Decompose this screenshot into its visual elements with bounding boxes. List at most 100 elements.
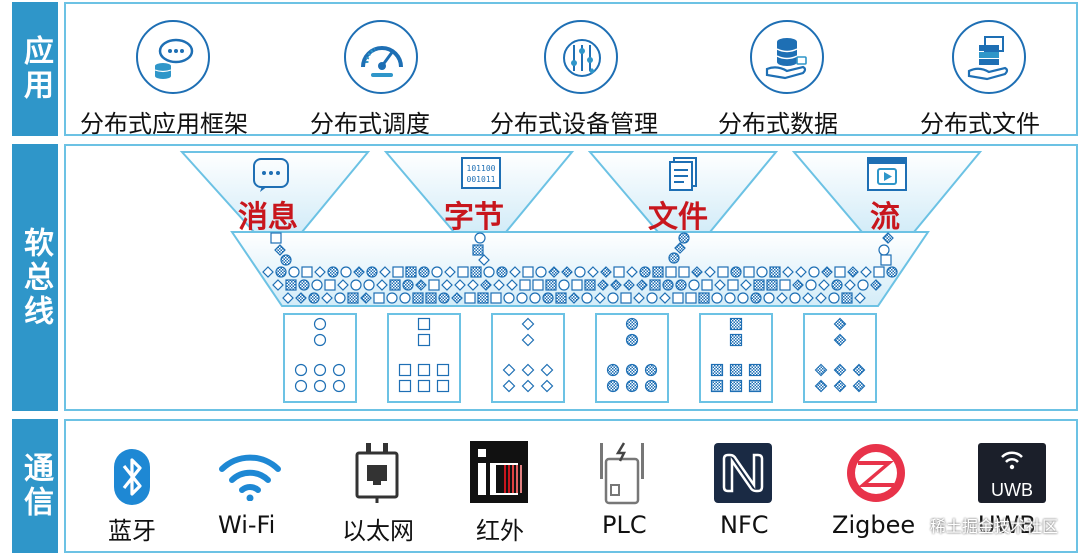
bus-shape <box>727 279 739 291</box>
bus-shape <box>678 232 690 244</box>
bus-shape <box>405 266 417 278</box>
bus-shape <box>833 363 847 377</box>
bus-shape <box>270 232 282 244</box>
uwb-icon: UWB <box>978 443 1046 503</box>
bus-shape <box>347 292 359 304</box>
bus-shape <box>402 279 414 291</box>
bus-shape <box>529 292 541 304</box>
speedometer-icon <box>344 20 418 94</box>
bus-shape <box>379 266 391 278</box>
comm-label: 红外 <box>476 517 524 545</box>
device-sliders-icon <box>544 20 618 94</box>
bus-shape <box>672 292 684 304</box>
bus-shape <box>417 317 431 331</box>
bus-shape <box>675 279 687 291</box>
app-label: 分布式调度 <box>310 110 430 138</box>
bus-shape <box>502 363 516 377</box>
bus-shape <box>571 279 583 291</box>
bus-shape <box>438 292 450 304</box>
bus-shape <box>776 292 788 304</box>
bus-shape <box>852 363 866 377</box>
bus-shape <box>313 317 327 331</box>
bus-shape <box>493 279 505 291</box>
bus-shape <box>668 252 680 264</box>
file-hand-icon <box>952 20 1026 94</box>
bus-shape <box>308 292 320 304</box>
bus-shape <box>275 266 287 278</box>
nfc-icon <box>714 443 772 503</box>
bus-shape <box>503 292 515 304</box>
bus-shape <box>710 379 724 393</box>
bus-shape <box>878 244 890 256</box>
binary-icon: 101100 001011 <box>461 157 501 189</box>
bus-shape <box>652 266 664 278</box>
comm-label: UWB <box>978 511 1036 539</box>
section-label-bus-text: 软总线 <box>18 226 53 329</box>
bus-shape <box>748 363 762 377</box>
bus-shape <box>555 292 567 304</box>
bus-shape <box>496 266 508 278</box>
watermark: 稀土掘金技术社区 <box>929 517 1058 536</box>
bus-shape <box>828 292 840 304</box>
bus-shape <box>506 279 518 291</box>
bus-shape <box>886 266 898 278</box>
bus-shape <box>522 266 534 278</box>
bus-shape <box>519 279 531 291</box>
database-hand-icon <box>750 20 824 94</box>
bus-shape <box>398 379 412 393</box>
bus-shape <box>802 292 814 304</box>
chat-bubble-icon <box>253 158 289 192</box>
bus-shape <box>386 292 398 304</box>
bus-shape <box>294 379 308 393</box>
bus-shape <box>366 266 378 278</box>
bus-shape <box>314 266 326 278</box>
bus-shape <box>584 279 596 291</box>
bus-shape <box>737 292 749 304</box>
bus-shape <box>606 363 620 377</box>
bus-shape <box>474 232 486 244</box>
bus-shape <box>844 279 856 291</box>
bus-shape <box>805 279 817 291</box>
bus-shape <box>373 292 385 304</box>
ethernet-icon <box>355 443 399 503</box>
comm-label: 以太网 <box>342 517 414 545</box>
bus-shape <box>521 333 535 347</box>
comm-layer-panel: 蓝牙 Wi-Fi 以太网 红外 PLC <box>64 419 1078 553</box>
bus-shape <box>674 242 686 254</box>
bus-shape <box>311 279 323 291</box>
bus-shape <box>548 266 560 278</box>
bus-shape <box>340 266 352 278</box>
bus-shape <box>285 279 297 291</box>
bus-shape <box>834 266 846 278</box>
bus-shape <box>841 292 853 304</box>
bus-shape <box>490 292 502 304</box>
bus-shape <box>363 279 375 291</box>
comm-label: Zigbee <box>832 511 916 539</box>
bus-shape <box>607 292 619 304</box>
bus-shape <box>542 292 554 304</box>
bus-shape <box>418 266 430 278</box>
bus-shape <box>457 266 469 278</box>
bus-shape <box>587 266 599 278</box>
bus-shape <box>321 292 333 304</box>
bus-shape <box>540 379 554 393</box>
bus-shape <box>882 232 894 244</box>
bus-label-bytes: 字节 <box>444 200 504 235</box>
bus-shape <box>613 266 625 278</box>
bus-shape <box>729 379 743 393</box>
bus-shape <box>688 279 700 291</box>
bus-shape <box>665 266 677 278</box>
bus-shape <box>724 292 736 304</box>
bus-shape <box>620 292 632 304</box>
bus-shape <box>763 292 775 304</box>
bus-shape <box>332 379 346 393</box>
bus-shape <box>417 363 431 377</box>
bus-shape <box>789 292 801 304</box>
video-stream-icon <box>867 157 907 191</box>
section-label-bus: 软总线 <box>12 144 58 411</box>
bus-shape <box>313 363 327 377</box>
comm-label: NFC <box>720 511 769 539</box>
bus-shape <box>313 379 327 393</box>
bus-shape <box>480 279 492 291</box>
bus-shape <box>646 292 658 304</box>
